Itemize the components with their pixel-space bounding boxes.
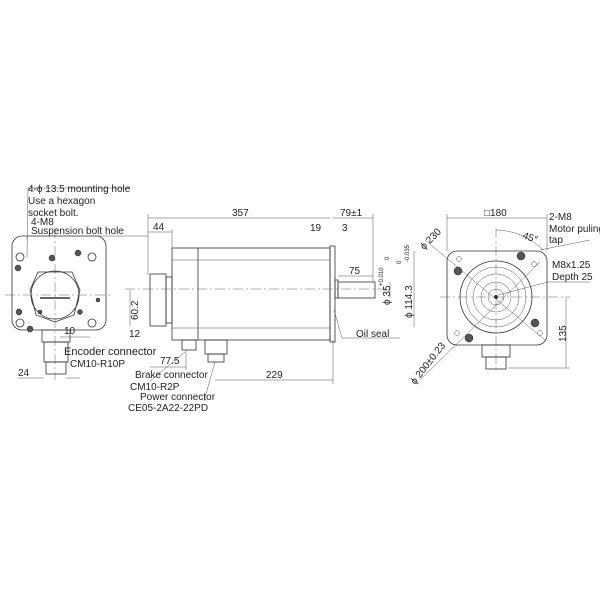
front-view <box>419 214 591 381</box>
shaft-tol-upper: +0.010 <box>379 267 385 286</box>
rear-view <box>5 187 148 380</box>
dim-229: 229 <box>266 370 283 381</box>
spigot-tol-upper: 0 <box>397 260 403 264</box>
dim-77-5: 77.5 <box>160 356 180 367</box>
spigot-tol-lower: -0.035 <box>405 244 411 262</box>
brake-connector-label: Brake connector <box>135 370 208 381</box>
tap-m8-label: 2-M8 <box>549 212 572 223</box>
dim-200: ϕ 200±0.23 <box>409 340 449 387</box>
dim-230: ϕ 230 <box>418 226 444 252</box>
dim-12: 12 <box>129 329 141 340</box>
dim-3: 3 <box>342 223 348 234</box>
power-connector-label: Power connector <box>140 392 216 403</box>
dim-75: 75 <box>349 266 361 277</box>
tap-label: Motor puling <box>549 224 600 235</box>
dim-135: 135 <box>558 325 569 342</box>
dim-60-2: 60.2 <box>130 300 141 320</box>
dim-44: 44 <box>153 222 165 233</box>
tap-label-2: tap <box>549 235 563 246</box>
encoder-model-label: CM10-R10P <box>70 359 125 370</box>
mounting-hole-label: 4-ϕ 13.5 mounting hole <box>28 184 131 195</box>
hexagon-label: Use a hexagon <box>28 196 95 207</box>
depth-label: Depth 25 <box>552 272 593 283</box>
power-model-label: CE05-2A22-22PD <box>128 403 208 414</box>
angle-label: 45° <box>521 230 539 246</box>
dim-180: □180 <box>484 208 507 219</box>
dim-79: 79±1 <box>340 208 363 219</box>
dim-357: 357 <box>232 208 249 219</box>
encoder-connector-label: Encoder connector <box>64 346 157 358</box>
oil-seal-label: Oil seal <box>356 329 389 340</box>
suspension-hole-label: Suspension bolt hole <box>31 226 124 237</box>
thread-label: M8x1.25 <box>552 260 591 271</box>
suspension-m8-label: 4-M8 <box>31 217 54 228</box>
side-view <box>125 214 415 402</box>
socket-bolt-label: socket bolt. <box>28 208 79 219</box>
dim-shaft: ϕ 35 <box>382 285 393 305</box>
dim-spigot: ϕ 114.3 <box>404 285 415 318</box>
dim-10: 10 <box>64 326 76 337</box>
brake-model-label: CM10-R2P <box>130 382 180 393</box>
shaft-tol-lower: 0 <box>385 256 391 260</box>
dim-24: 24 <box>18 368 30 379</box>
dim-19: 19 <box>310 223 322 234</box>
